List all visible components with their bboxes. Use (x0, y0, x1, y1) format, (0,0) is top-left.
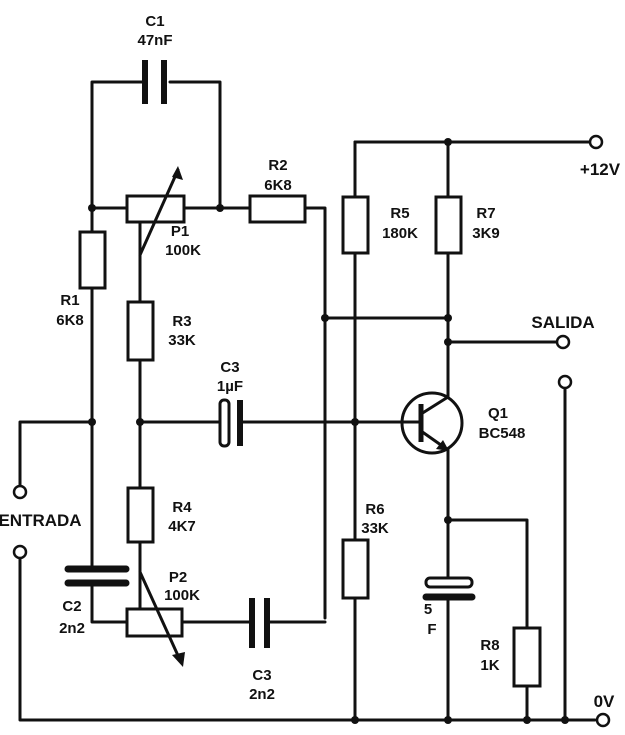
r7-value-label: 3K9 (472, 225, 500, 242)
p1-value-label: 100K (165, 242, 201, 259)
r1-ref-label: R1 (60, 292, 79, 309)
r6-value-label: 33K (361, 520, 389, 537)
r6-ref-label: R6 (365, 501, 384, 518)
resistor-r2 (248, 194, 307, 224)
resistor-r6 (341, 538, 370, 600)
p2-ref-label: P2 (169, 569, 187, 586)
c3b-ref-label: C3 (252, 667, 271, 684)
c2-value-label: 2n2 (59, 620, 85, 637)
wires (18, 80, 597, 722)
input-ground-terminal (12, 544, 28, 560)
capacitor-c3-2n2 (249, 598, 270, 648)
r8-ref-label: R8 (480, 637, 499, 654)
p1-ref-label: P1 (171, 223, 189, 240)
resistor-r5 (341, 195, 370, 255)
c5-ref-label: 5 (424, 601, 432, 618)
q1-value-label: BC548 (479, 425, 526, 442)
c3a-value-label: 1µF (217, 378, 243, 395)
junction-dots (88, 138, 569, 724)
r2-ref-label: R2 (268, 157, 287, 174)
p2-value-label: 100K (164, 587, 200, 604)
input-label: ENTRADA (0, 511, 82, 530)
capacitor-c1 (142, 60, 167, 104)
r7-ref-label: R7 (476, 205, 495, 222)
resistor-r1 (78, 230, 107, 290)
r3-ref-label: R3 (172, 313, 191, 330)
supply-terminal (588, 134, 604, 150)
r2-value-label: 6K8 (264, 177, 292, 194)
potentiometer-p1 (125, 166, 186, 257)
c3b-value-label: 2n2 (249, 686, 275, 703)
resistor-r3 (126, 300, 155, 362)
r5-value-label: 180K (382, 225, 418, 242)
r3-value-label: 33K (168, 332, 196, 349)
r4-value-label: 4K7 (168, 518, 196, 535)
output-label: SALIDA (531, 313, 594, 332)
ground-label: 0V (594, 692, 615, 711)
capacitor-c5 (422, 576, 476, 601)
r1-value-label: 6K8 (56, 312, 84, 329)
transistor-q1 (400, 391, 464, 455)
r8-value-label: 1K (480, 657, 499, 674)
resistor-r8 (512, 626, 542, 688)
resistor-r4 (126, 486, 155, 544)
c1-value-label: 47nF (137, 32, 172, 49)
capacitor-c3-1uf (218, 398, 243, 448)
ground-terminal (595, 712, 611, 728)
r4-ref-label: R4 (172, 499, 192, 516)
c1-ref-label: C1 (145, 13, 164, 30)
supply-label: +12V (580, 160, 621, 179)
resistor-r7 (434, 195, 463, 255)
output-terminal (555, 334, 571, 350)
input-terminal (12, 484, 28, 500)
potentiometer-p2 (125, 570, 185, 667)
c3a-ref-label: C3 (220, 359, 239, 376)
r5-ref-label: R5 (390, 205, 409, 222)
capacitor-c2 (64, 565, 130, 587)
c5-value-label: F (427, 621, 436, 638)
q1-ref-label: Q1 (488, 405, 508, 422)
c2-ref-label: C2 (62, 598, 81, 615)
output-ground-terminal (557, 374, 573, 390)
